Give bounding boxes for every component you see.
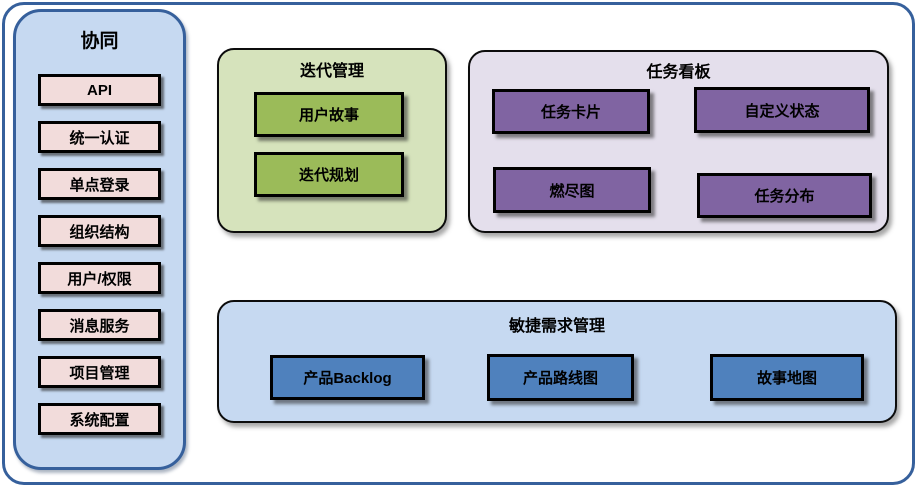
collaboration-panel: 协同 API 统一认证 单点登录 组织结构 用户/权限 消息服务 项目管理 系统… <box>13 9 186 470</box>
collaboration-item-list: API 统一认证 单点登录 组织结构 用户/权限 消息服务 项目管理 系统配置 <box>16 74 183 435</box>
sidebar-item-system-config: 系统配置 <box>38 403 161 435</box>
sidebar-item-user-permissions: 用户/权限 <box>38 262 161 294</box>
sidebar-item-org-structure: 组织结构 <box>38 215 161 247</box>
item-product-roadmap: 产品路线图 <box>487 354 634 401</box>
task-board-title: 任务看板 <box>646 64 711 81</box>
item-story-map: 故事地图 <box>710 354 864 401</box>
sidebar-item-unified-auth: 统一认证 <box>38 121 161 153</box>
panel-iteration-management: 迭代管理 用户故事 迭代规划 <box>217 48 447 233</box>
panel-task-board: 任务看板 任务卡片 自定义状态 燃尽图 任务分布 <box>468 50 889 233</box>
panel-agile-requirements: 敏捷需求管理 产品Backlog 产品路线图 故事地图 <box>217 300 897 423</box>
sidebar-item-message-service: 消息服务 <box>38 309 161 341</box>
item-task-distribution: 任务分布 <box>697 173 872 218</box>
sidebar-item-api: API <box>38 74 161 106</box>
item-iteration-planning: 迭代规划 <box>254 152 404 197</box>
sidebar-item-project-management: 项目管理 <box>38 356 161 388</box>
item-task-card: 任务卡片 <box>492 89 650 134</box>
item-custom-status: 自定义状态 <box>694 87 870 133</box>
iteration-management-title: 迭代管理 <box>299 63 364 80</box>
item-user-story: 用户故事 <box>254 92 404 137</box>
item-burndown-chart: 燃尽图 <box>493 167 651 213</box>
collaboration-panel-title: 协同 <box>80 31 119 52</box>
agile-requirements-title: 敏捷需求管理 <box>508 318 605 335</box>
sidebar-item-sso: 单点登录 <box>38 168 161 200</box>
item-product-backlog: 产品Backlog <box>270 355 425 400</box>
